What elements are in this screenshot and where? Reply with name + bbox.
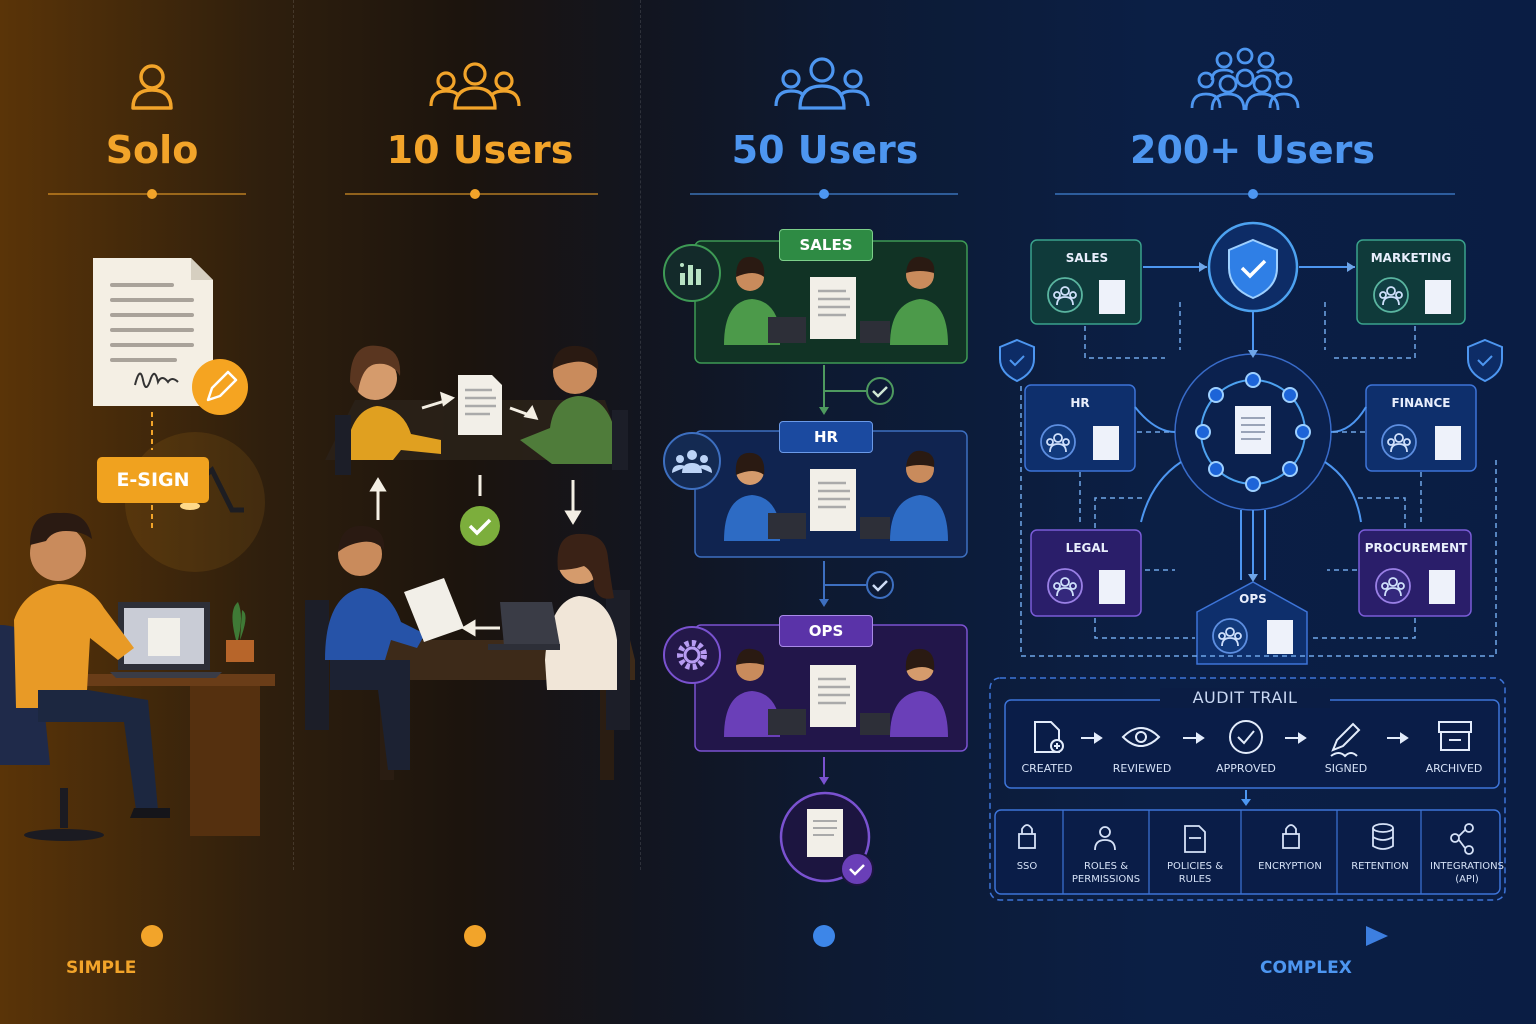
sales-label: SALES [779,229,873,261]
chart-icon [680,263,701,285]
header-graphics [48,47,1455,199]
fifty-users-title: 50 Users [731,128,919,172]
solo-title: Solo [105,128,199,172]
divider-2 [640,0,641,870]
audit-step-created: CREATED [1021,762,1073,775]
ten-users-scene [305,345,635,780]
feature-retention: RETENTION [1351,861,1409,872]
feature-sso: SSO [1016,861,1038,872]
finance-dept-label: FINANCE [1391,396,1451,410]
audit-step-archived: ARCHIVED [1425,762,1483,775]
single-user-icon [131,64,173,110]
three-users-icon [429,62,521,110]
hr-dept-label: HR [1070,396,1090,410]
feature-policies-rules: POLICIES & RULES [1167,861,1223,885]
gear-icon [677,640,707,670]
feature-encryption: ENCRYPTION [1258,861,1322,872]
feature-integrations-api: INTEGRATIONS (API) [1430,861,1504,885]
feature-roles-permissions: ROLES & PERMISSIONS [1071,861,1141,885]
audit-step-approved: APPROVED [1216,762,1276,775]
team-icon [672,450,712,473]
marketing-dept-label: MARKETING [1370,251,1452,265]
legal-dept-label: LEGAL [1065,541,1109,555]
fifty-users-scene [663,240,968,886]
pen-icon [192,359,248,415]
audit-step-signed: SIGNED [1324,762,1368,775]
axis-complex-label: COMPLEX [1260,958,1352,978]
ops-label: OPS [779,615,873,647]
ten-users-title: 10 Users [386,128,574,172]
esign-badge: E-SIGN [97,457,209,503]
audit-trail-title: AUDIT TRAIL [1160,688,1330,708]
crowd-users-icon [1190,47,1300,111]
sales-dept-label: SALES [1065,251,1109,265]
axis-simple-label: SIMPLE [66,958,137,978]
signed-document-icon [93,258,213,406]
divider-1 [293,0,294,870]
group-users-icon [774,57,870,110]
procurement-dept-label: PROCUREMENT [1364,541,1468,555]
twohundred-users-title: 200+ Users [1130,128,1375,172]
ops-dept-label: OPS [1239,592,1267,606]
solo-scene [0,258,275,841]
hr-label: HR [779,421,873,453]
enterprise-diagram [989,221,1506,901]
complexity-axis [48,925,1388,947]
audit-step-reviewed: REVIEWED [1112,762,1172,775]
